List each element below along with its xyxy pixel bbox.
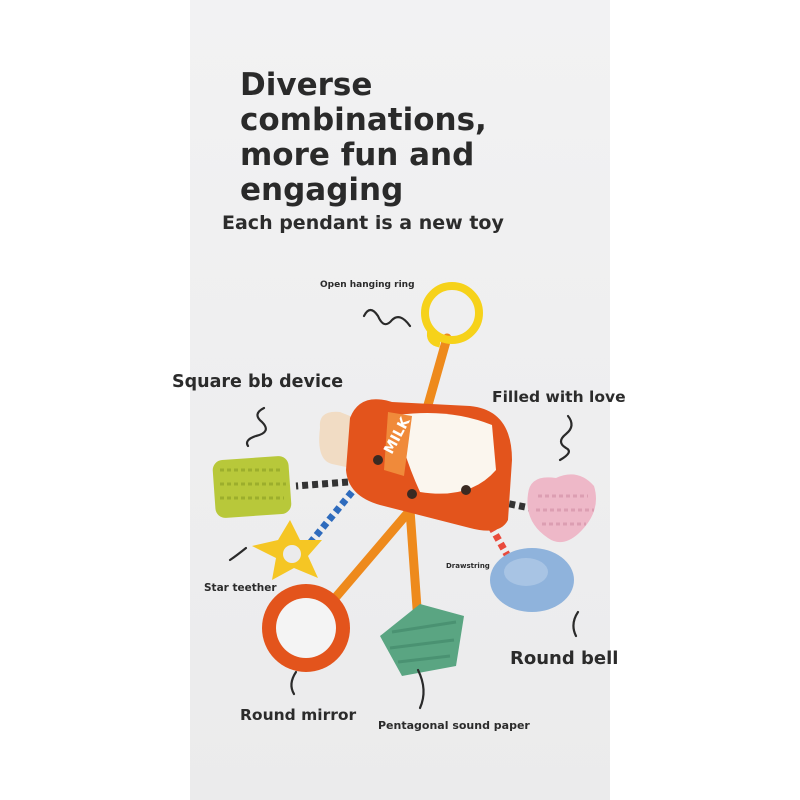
milk-carton-body: [319, 399, 512, 531]
label-filled-with-love: Filled with love: [492, 388, 626, 406]
label-round-mirror: Round mirror: [240, 706, 357, 724]
label-pentagonal-sound-paper: Pentagonal sound paper: [378, 719, 530, 732]
label-round-bell: Round bell: [510, 648, 619, 669]
doodle-arrows: [228, 308, 580, 710]
pentagon-sound-paper: [380, 604, 464, 676]
subheadline: Each pendant is a new toy: [222, 212, 504, 234]
orange-straps: [325, 333, 452, 627]
square-bb-device: [212, 456, 292, 518]
star-teether: [252, 520, 322, 580]
label-square-bb-device: Square bb device: [172, 372, 344, 392]
label-open-hanging-ring: Open hanging ring: [320, 280, 415, 290]
round-bell: [490, 548, 574, 612]
heart-cushion: [527, 474, 596, 543]
headline: Diverse combinations, more fun and engag…: [240, 67, 487, 208]
label-drawstring: Drawstring: [446, 562, 490, 570]
round-mirror: [262, 584, 350, 672]
label-star-teether: Star teether: [204, 582, 277, 594]
hanging-ring: [421, 282, 483, 348]
